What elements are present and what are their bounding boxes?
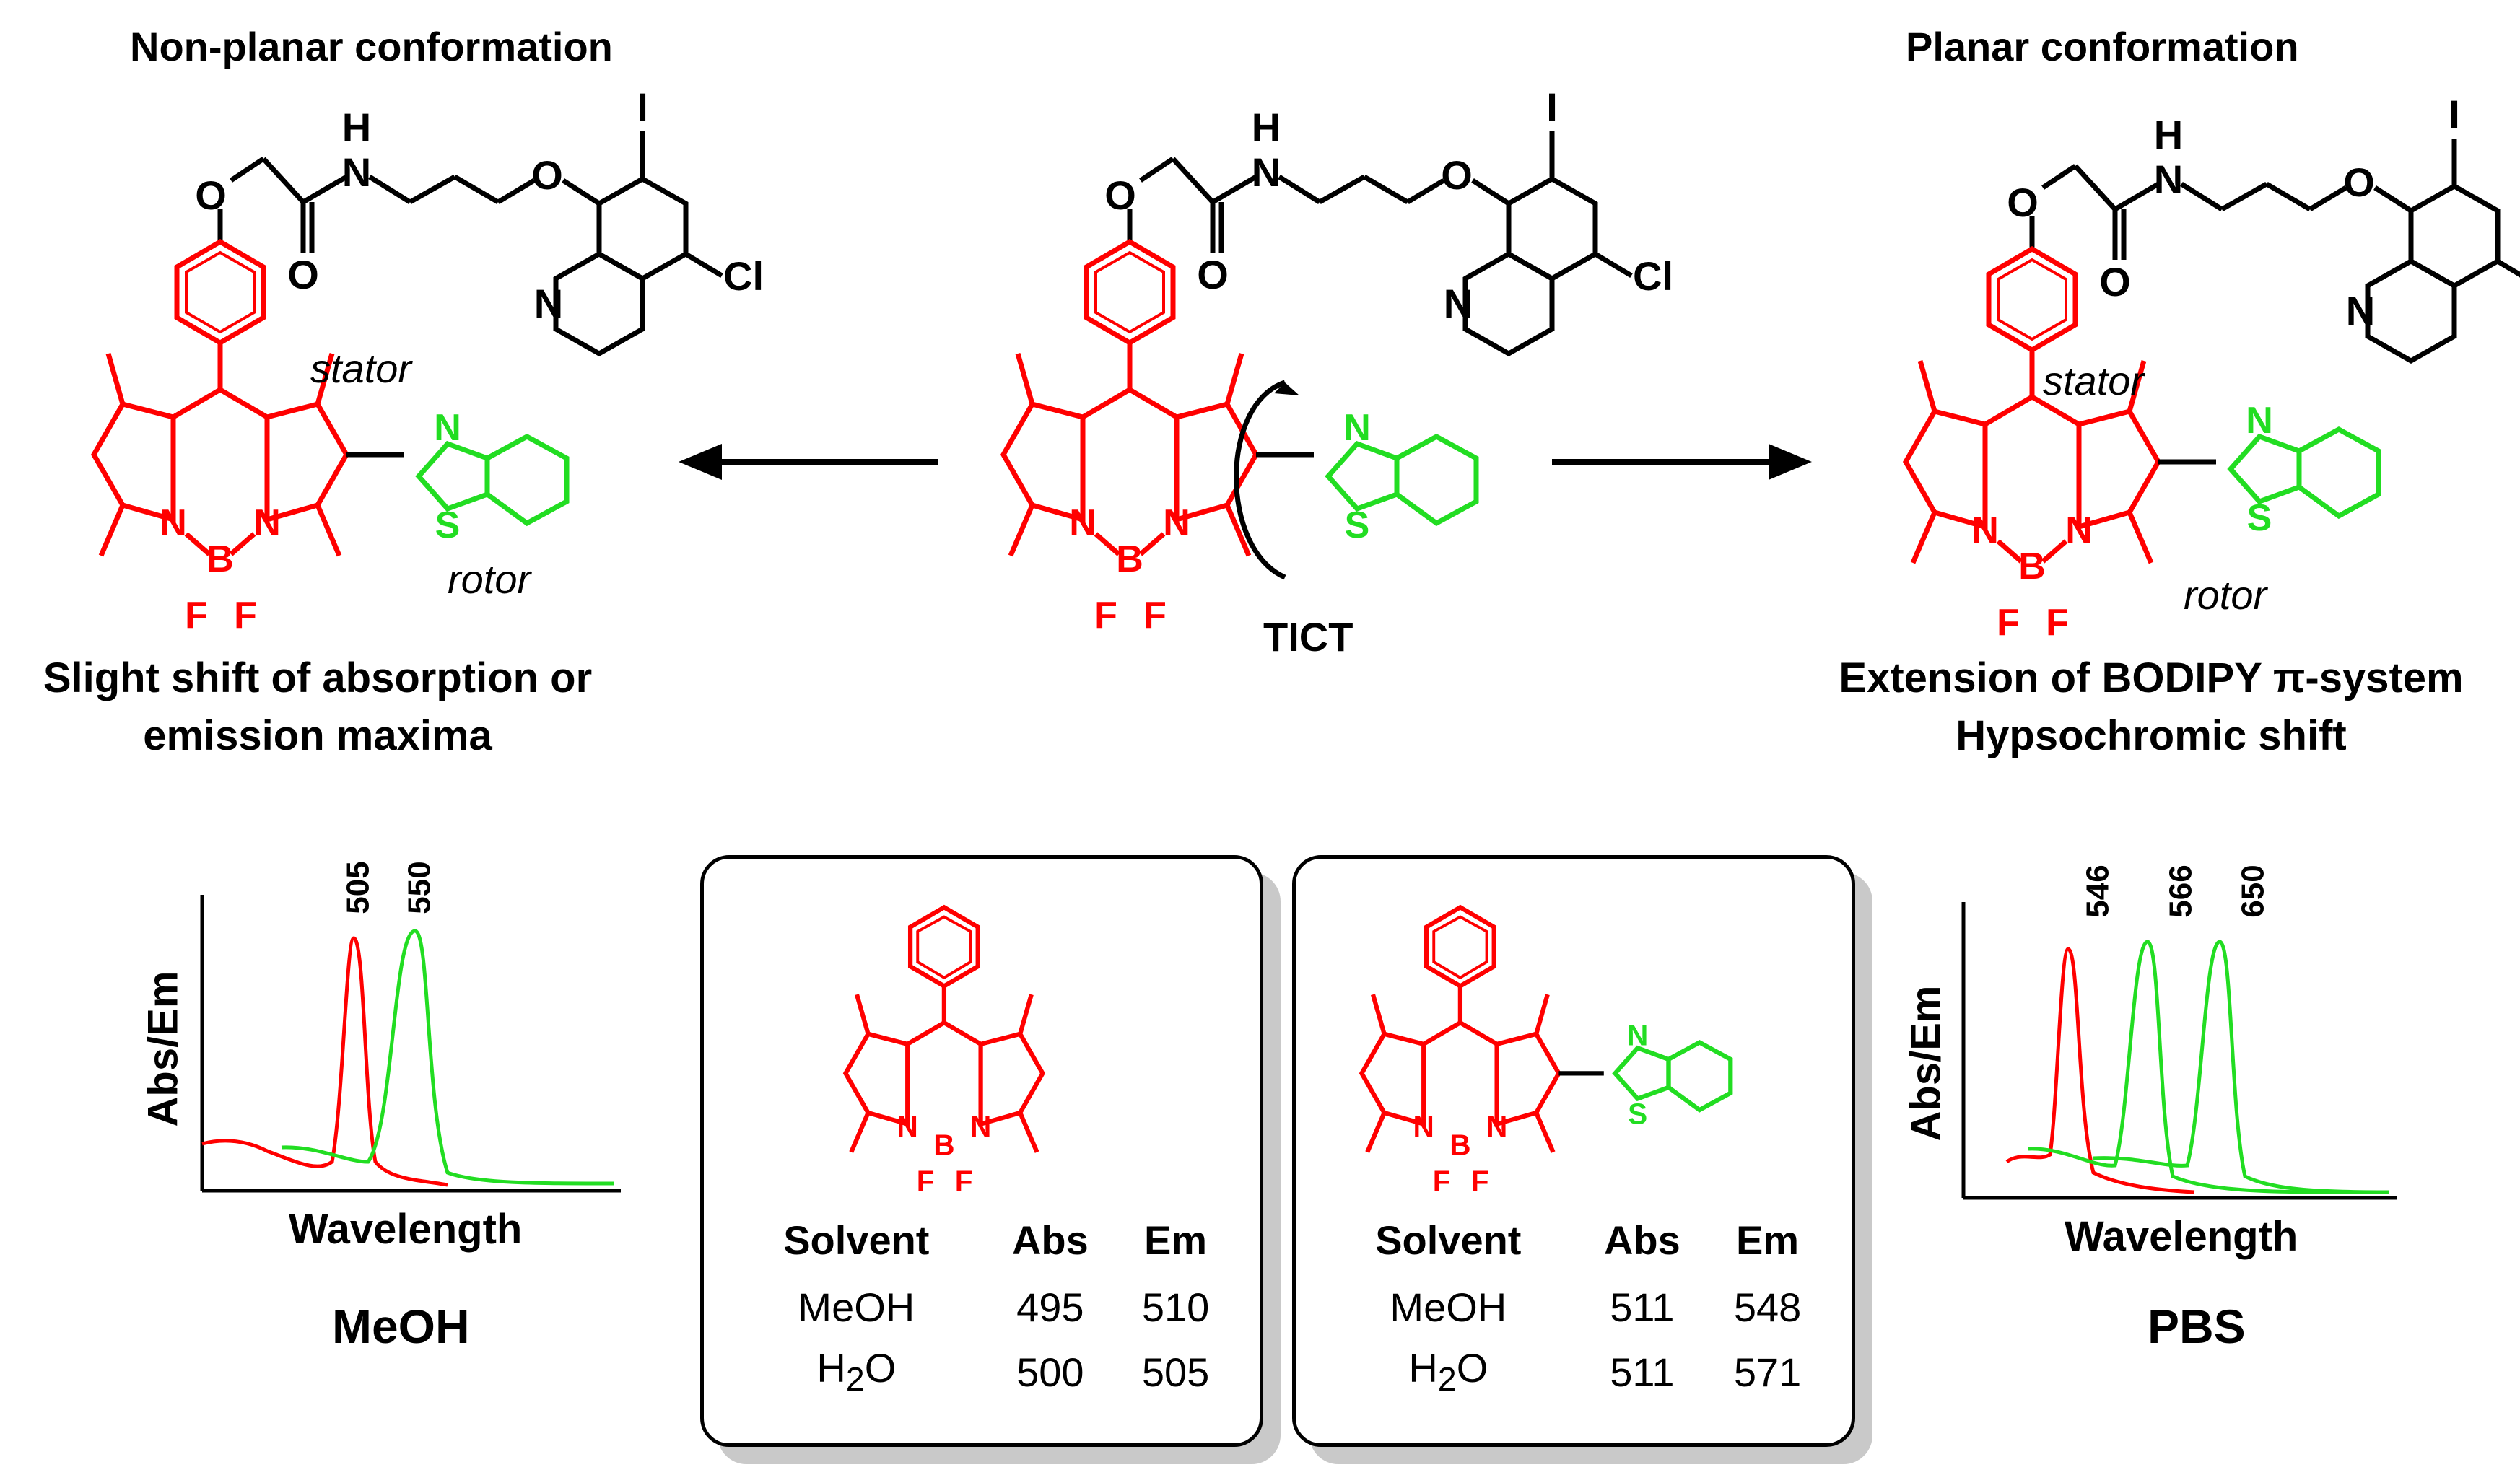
table-cell: H2O: [1408, 1345, 1488, 1399]
right-caption-line2: Hypsochromic shift: [1956, 712, 2347, 759]
table-box-left: N N B F F Solvent Abs Em MeOH 495 510 H2…: [700, 855, 1263, 1447]
svg-text:N: N: [1413, 1110, 1434, 1143]
left-solvent-label: MeOH: [332, 1300, 470, 1353]
svg-text:N: N: [1627, 1018, 1648, 1051]
spectrum-left-plot: [200, 895, 621, 1193]
left-peak-505: 505: [340, 861, 376, 914]
molecule-left: O O N H O I Cl N: [0, 0, 2520, 794]
table-left: Solvent Abs Em MeOH 495 510 H2O 500 505: [729, 1205, 1234, 1404]
left-abs-curve: [201, 936, 448, 1187]
table-row: H2O 500 505: [729, 1339, 1234, 1404]
center-molecule: [1003, 84, 1673, 636]
left-caption-line2: emission maxima: [143, 712, 492, 759]
table-cell: 505: [1141, 1349, 1210, 1395]
left-heading: Non-planar conformation: [130, 24, 613, 69]
table-cell: 495: [1016, 1284, 1084, 1330]
right-abs-curve: [2005, 947, 2195, 1194]
right-peak-566: 566: [2163, 865, 2199, 918]
right-caption: Extension of BODIPY π-system Hypsochromi…: [1790, 649, 2512, 765]
svg-text:F: F: [955, 1165, 973, 1191]
tict-label: TICT: [1263, 614, 1353, 660]
right-x-axis-label: Wavelength: [2065, 1213, 2298, 1260]
table-left-header-solvent: Solvent: [783, 1217, 930, 1263]
table-right-header-abs: Abs: [1603, 1217, 1680, 1263]
right-caption-line1: Extension of BODIPY π-system: [1839, 655, 2464, 701]
table-right-header-solvent: Solvent: [1375, 1217, 1522, 1263]
svg-text:N: N: [897, 1110, 918, 1143]
left-x-axis-label: Wavelength: [289, 1206, 523, 1253]
right-stator-label: stator: [2043, 358, 2145, 403]
table-row: MeOH 495 510: [729, 1274, 1234, 1339]
table-left-header-abs: Abs: [1011, 1217, 1089, 1263]
svg-text:B: B: [933, 1129, 954, 1162]
table-cell: 510: [1141, 1284, 1210, 1330]
svg-text:F: F: [917, 1165, 935, 1191]
right-peak-546: 546: [2080, 865, 2116, 918]
left-em-curve: [281, 929, 614, 1186]
right-molecule: [1906, 92, 2520, 644]
svg-text:N: N: [970, 1110, 991, 1143]
table-cell: 511: [1610, 1284, 1675, 1330]
left-stator-label: stator: [310, 346, 412, 391]
right-em1-curve: [2028, 940, 2354, 1194]
left-molecule: [94, 84, 764, 636]
table-cell: 548: [1733, 1284, 1802, 1330]
left-rotor-label: rotor: [448, 556, 531, 602]
table-cell: 511: [1610, 1349, 1675, 1395]
left-peak-550: 550: [401, 861, 437, 914]
svg-text:B: B: [1449, 1129, 1470, 1162]
table-right-header-em: Em: [1735, 1217, 1800, 1263]
left-y-axis-label: Abs/Em: [139, 971, 187, 1127]
svg-text:N: N: [1486, 1110, 1507, 1143]
box-left-molecule: N N B F F: [842, 904, 1045, 1191]
svg-text:F: F: [1471, 1165, 1489, 1191]
spectrum-right-plot: [1961, 902, 2397, 1200]
table-left-header-em: Em: [1143, 1217, 1208, 1263]
box-right-molecule: N N B F F N S: [1359, 904, 1733, 1191]
right-peak-650: 650: [2235, 865, 2271, 918]
table-cell: MeOH: [798, 1284, 915, 1330]
table-right: Solvent Abs Em MeOH 511 548 H2O 511 571: [1321, 1205, 1826, 1404]
table-row: MeOH 511 548: [1321, 1274, 1826, 1339]
right-heading: Planar conformation: [1906, 24, 2299, 69]
right-rotor-label: rotor: [2184, 572, 2267, 618]
svg-text:F: F: [1433, 1165, 1451, 1191]
left-caption: Slight shift of absorption or emission m…: [7, 649, 628, 765]
right-solvent-label: PBS: [2148, 1300, 2246, 1353]
table-cell: 500: [1016, 1349, 1084, 1395]
table-box-right: N N B F F N S Solvent Abs Em MeOH 511: [1292, 855, 1855, 1447]
right-y-axis-label: Abs/Em: [1902, 985, 1950, 1142]
table-row: H2O 511 571: [1321, 1339, 1826, 1404]
right-em2-curve: [2093, 940, 2390, 1194]
table-cell: H2O: [816, 1345, 897, 1399]
svg-text:S: S: [1628, 1098, 1647, 1131]
table-cell: 571: [1733, 1349, 1802, 1395]
table-cell: MeOH: [1390, 1284, 1507, 1330]
left-caption-line1: Slight shift of absorption or: [43, 655, 593, 701]
